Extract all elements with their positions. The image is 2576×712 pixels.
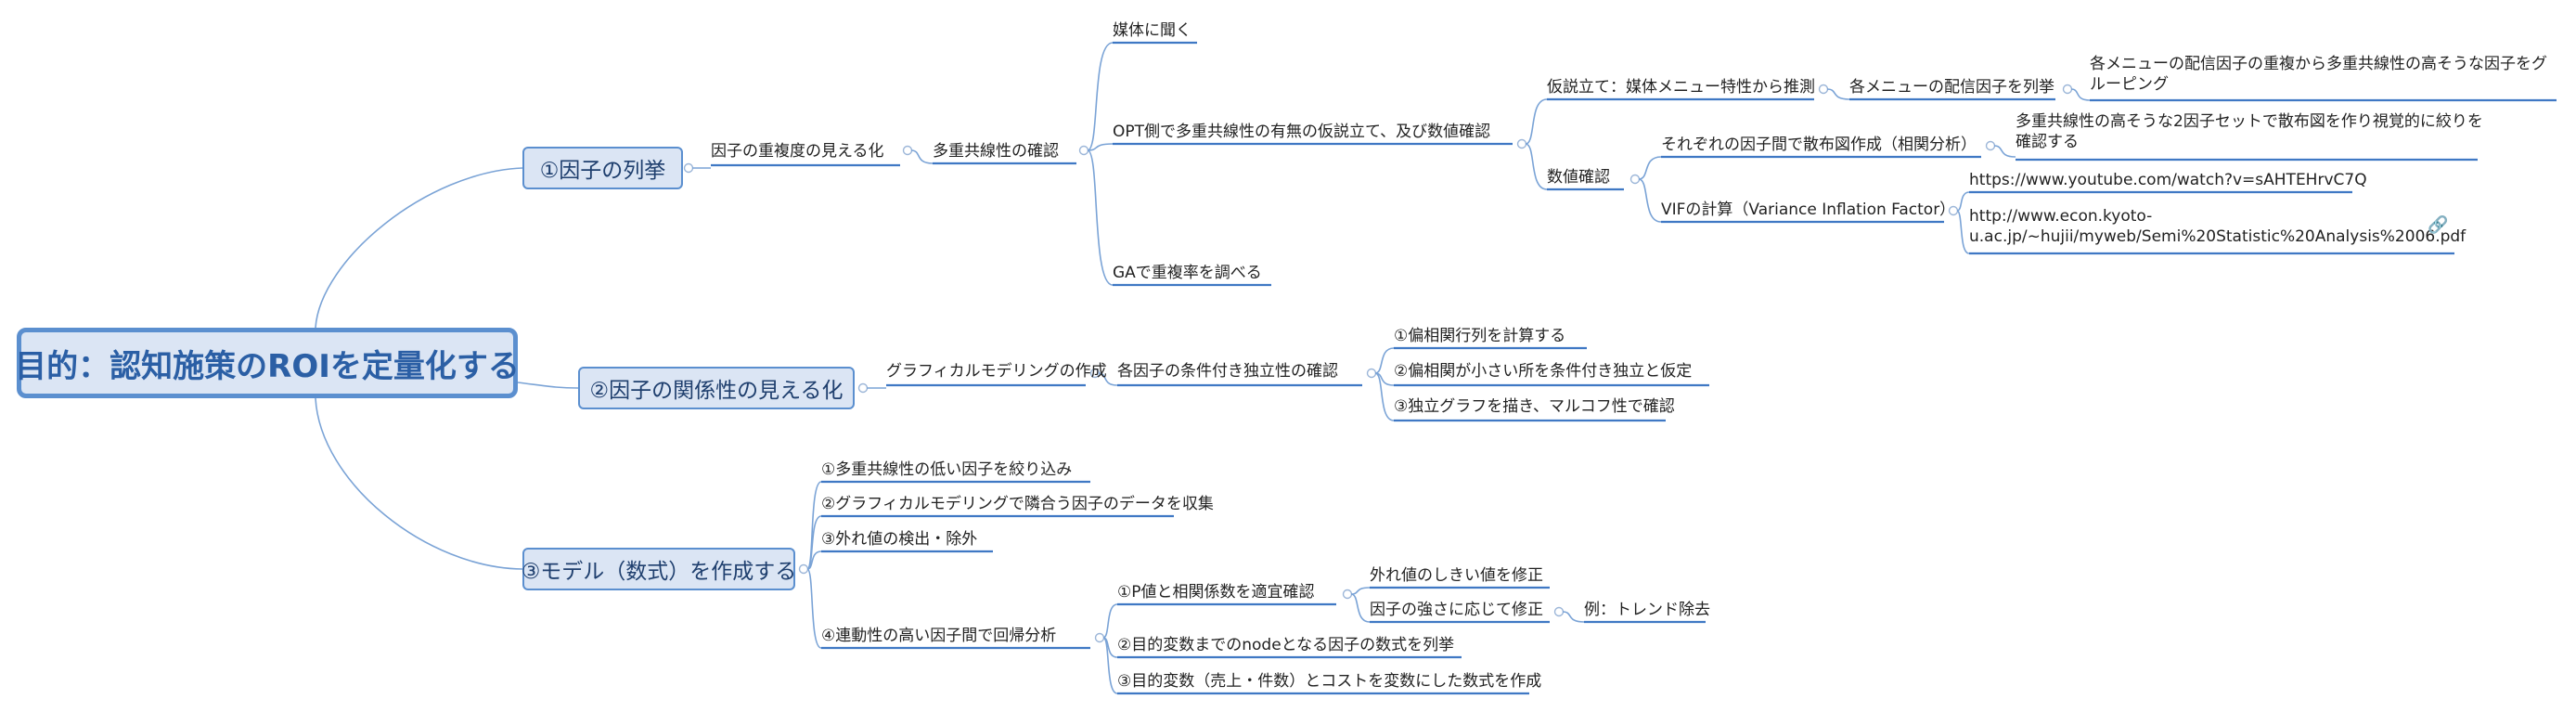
connector-line — [1993, 145, 2016, 158]
connector-line — [517, 382, 579, 389]
connector-line — [1562, 611, 1585, 623]
topic-scatter-correlation[interactable]: それぞれの因子間で散布図作成（相関分析） — [1661, 136, 1977, 154]
connector-line — [1098, 372, 1118, 386]
topic-outlier-removal[interactable]: ③外れ値の検出・除外 — [821, 530, 978, 549]
topic-ga-overlap[interactable]: GAで重複率を調べる — [1113, 264, 1262, 282]
connector-line — [1374, 372, 1395, 421]
connector-line — [1374, 347, 1395, 374]
topic-narrow-factors[interactable]: ①多重共線性の低い因子を絞り込み — [821, 460, 1073, 479]
collapse-dot — [683, 162, 694, 174]
connector-line — [1956, 210, 1970, 254]
link-youtube[interactable]: https://www.youtube.com/watch?v=sAHTEHrv… — [1969, 171, 2367, 189]
topic-opt-hypothesis[interactable]: OPT側で多重共線性の有無の仮説立て、及び数値確認 — [1113, 123, 1491, 141]
connector-line — [1638, 156, 1662, 180]
collapse-dot — [1078, 145, 1089, 156]
topic-trend-removal[interactable]: 例：トレンド除去 — [1584, 601, 1710, 619]
connector-line — [315, 167, 523, 329]
collapse-dot — [2062, 84, 2073, 95]
connector-line — [2070, 88, 2091, 101]
collapse-dot — [1516, 138, 1527, 149]
branch-factor-relations[interactable]: ②因子の関係性の見える化 — [578, 367, 855, 409]
collapse-dot — [798, 563, 809, 575]
connector-line — [1087, 42, 1114, 151]
collapse-dot — [1553, 606, 1565, 617]
connector-line — [1638, 178, 1662, 223]
topic-vif[interactable]: VIFの計算（Variance Inflation Factor） — [1661, 201, 1956, 219]
collapse-dot — [1629, 174, 1641, 185]
link-econ-pdf[interactable]: http://www.econ.kyoto-u.ac.jp/~hujii/myw… — [1969, 207, 2467, 246]
connector-line — [1102, 637, 1118, 694]
topic-scatter-two-factors[interactable]: 多重共線性の高そうな2因子セットで散布図を作り視覚的に絞りを確認する — [2016, 112, 2483, 151]
collapse-dot — [1985, 140, 1996, 151]
link-icon[interactable]: 🔗 — [2428, 215, 2449, 235]
connector-line — [1525, 98, 1548, 145]
collapse-dot — [902, 145, 913, 156]
connector-line — [1826, 88, 1850, 100]
topic-numeric-check[interactable]: 数値確認 — [1547, 168, 1610, 187]
collapse-dot — [1342, 589, 1353, 600]
connector-line — [1102, 603, 1118, 639]
branch-build-model[interactable]: ③モデル（数式）を作成する — [522, 548, 796, 590]
topic-multicollinearity-check[interactable]: 多重共線性の確認 — [933, 142, 1059, 161]
connector-line — [910, 149, 934, 164]
topic-partial-correlation[interactable]: ①偏相関行列を計算する — [1394, 327, 1566, 345]
connector-line — [1087, 149, 1114, 286]
collapse-dot — [1366, 368, 1377, 379]
topic-regression[interactable]: ④連動性の高い因子間で回帰分析 — [821, 627, 1057, 645]
topic-fix-outlier-threshold[interactable]: 外れ値のしきい値を修正 — [1370, 566, 1543, 585]
collapse-dot — [1094, 632, 1105, 643]
topic-pvalue-check[interactable]: ①P値と相関係数を適宜確認 — [1117, 583, 1315, 602]
topic-conditional-independence[interactable]: 各因子の条件付き独立性の確認 — [1117, 362, 1338, 381]
topic-collect-neighbor-data[interactable]: ②グラフィカルモデリングで隣合う因子のデータを収集 — [821, 495, 1214, 513]
topic-graphical-modeling[interactable]: グラフィカルモデリングの作成 — [886, 362, 1107, 381]
topic-ask-media[interactable]: 媒体に聞く — [1113, 21, 1191, 40]
connector-line — [1525, 143, 1548, 190]
collapse-dot — [1818, 84, 1829, 95]
topic-fix-by-strength[interactable]: 因子の強さに応じて修正 — [1370, 601, 1543, 619]
topic-list-delivery-factors[interactable]: 各メニューの配信因子を列挙 — [1849, 78, 2054, 97]
topic-group-factors[interactable]: 各メニューの配信因子の重複から多重共線性の高そうな因子をグルーピング — [2090, 55, 2547, 94]
connector-line — [1350, 587, 1371, 595]
topic-hypothesis-media-menu[interactable]: 仮説立て：媒体メニュー特性から推測 — [1547, 78, 1815, 97]
topic-assume-independence[interactable]: ②偏相関が小さい所を条件付き独立と仮定 — [1394, 362, 1693, 381]
connector-line — [1956, 191, 1970, 212]
connector-line — [806, 550, 822, 570]
topic-factor-overlap[interactable]: 因子の重複度の見える化 — [711, 142, 884, 161]
connector-line — [806, 568, 822, 649]
collapse-dot — [857, 382, 869, 394]
connector-line — [1087, 143, 1114, 151]
branch-enumerate-factors[interactable]: ①因子の列挙 — [522, 147, 683, 189]
connector-line — [315, 397, 523, 570]
root-topic[interactable]: 目的：認知施策のROIを定量化する — [15, 328, 520, 398]
connector-line — [1350, 593, 1371, 623]
topic-independence-graph[interactable]: ③独立グラフを描き、マルコフ性で確認 — [1394, 397, 1675, 416]
topic-objective-formula[interactable]: ③目的変数（売上・件数）とコストを変数にした数式を作成 — [1117, 672, 1542, 691]
topic-list-node-formulas[interactable]: ②目的変数までのnodeとなる因子の数式を列挙 — [1117, 636, 1455, 654]
